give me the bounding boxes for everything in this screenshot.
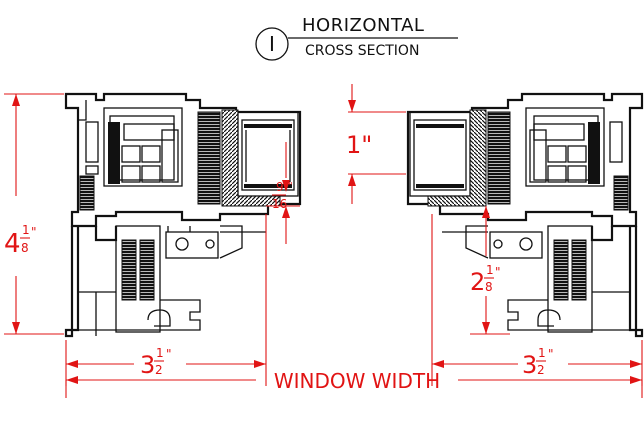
- dim-glass-1in-label: 1": [346, 131, 372, 159]
- dim-depth-right-num: 1: [538, 346, 546, 360]
- dim-offset-num: 9: [276, 180, 284, 194]
- title-line-1: HORIZONTAL: [302, 15, 424, 36]
- dim-offset-9-16: 9 16 ": [266, 142, 300, 244]
- dim-height-left: 4 1 8 ": [4, 93, 64, 335]
- dim-rise-whole: 2: [470, 268, 485, 296]
- dim-depth-right-den: 2: [537, 363, 545, 377]
- dim-offset-unit: ": [288, 181, 293, 192]
- right-frame-profile: [406, 92, 644, 338]
- dim-rise-num: 1: [486, 263, 494, 277]
- dim-rise-den: 8: [485, 280, 493, 294]
- dim-depth-left-den: 2: [155, 363, 163, 377]
- dim-depth-right-unit: ": [548, 347, 554, 361]
- section-marker-label: I: [269, 32, 275, 56]
- dim-rise-unit: ": [495, 265, 501, 279]
- title-block: I HORIZONTAL CROSS SECTION: [255, 15, 458, 61]
- dim-rise-2-1-8: 2 1 8 ": [470, 206, 510, 335]
- dim-glass-1in: 1": [346, 84, 406, 204]
- title-line-2: CROSS SECTION: [305, 43, 419, 59]
- dim-depth-right: 3 1 2 ": [431, 214, 643, 386]
- dim-height-den: 8: [21, 241, 29, 255]
- dim-offset-den: 16: [272, 197, 287, 211]
- dim-depth-left-num: 1: [156, 346, 164, 360]
- dim-height-unit: ": [31, 225, 37, 239]
- dim-window-width: WINDOW WIDTH: [65, 369, 643, 398]
- dim-depth-left-whole: 3: [140, 351, 155, 379]
- dim-window-width-label: WINDOW WIDTH: [274, 369, 440, 393]
- dim-depth-left: 3 1 2 ": [65, 214, 267, 386]
- dim-depth-right-whole: 3: [522, 351, 537, 379]
- dim-height-whole: 4: [4, 229, 21, 259]
- section-marker-circle: [255, 27, 289, 61]
- dim-height-num: 1: [22, 223, 30, 237]
- left-frame-profile: [64, 92, 302, 338]
- dim-depth-left-unit: ": [166, 347, 172, 361]
